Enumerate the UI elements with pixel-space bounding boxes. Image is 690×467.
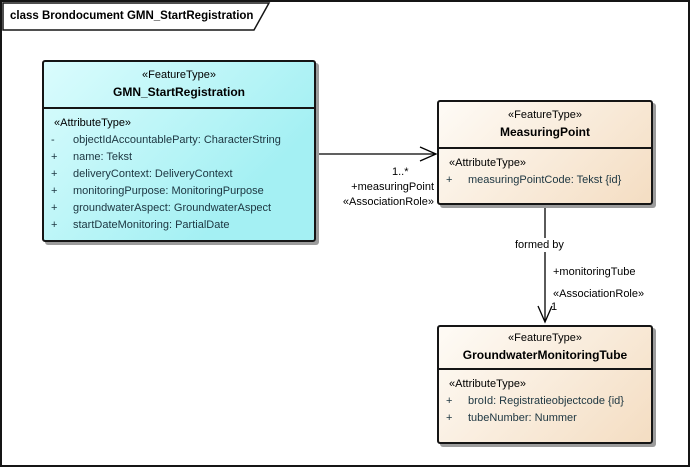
attribute-row[interactable]: + groundwaterAspect: GroundwaterAspect: [50, 200, 310, 217]
association-measuring-point-line[interactable]: [315, 146, 438, 162]
attributes-compartment: «AttributeType» + broId: Registratieobje…: [439, 370, 651, 427]
frame-title: class Brondocument GMN_StartRegistration: [10, 10, 254, 22]
attribute-text: measuringPointCode: Tekst {id}: [468, 174, 622, 186]
class-name: GroundwaterMonitoringTube: [462, 348, 628, 362]
class-measuringpoint[interactable]: «FeatureType» MeasuringPoint «AttributeT…: [437, 100, 653, 205]
open-arrowhead-right-icon: [419, 146, 438, 162]
attribute-text: deliveryContext: DeliveryContext: [73, 168, 233, 180]
compartment-stereotype: «AttributeType»: [54, 117, 132, 129]
association-role: +measuringPoint: [351, 181, 434, 193]
attribute-row[interactable]: + monitoringPurpose: MonitoringPurpose: [50, 183, 310, 200]
association-multiplicity: 1: [551, 301, 558, 313]
class-name: MeasuringPoint: [499, 125, 590, 139]
attributes-compartment: «AttributeType» - objectIdAccountablePar…: [44, 109, 314, 234]
class-header: «FeatureType» GMN_StartRegistration: [44, 62, 314, 109]
open-arrowhead-down-icon: [537, 305, 553, 324]
attribute-text: objectIdAccountableParty: CharacterStrin…: [73, 134, 281, 146]
attribute-row[interactable]: + tubeNumber: Nummer: [445, 410, 647, 427]
attribute-text: tubeNumber: Nummer: [468, 412, 577, 424]
compartment-stereotype: «AttributeType»: [449, 378, 527, 390]
attribute-visibility: +: [51, 168, 58, 180]
association-stereotype: «AssociationRole»: [553, 288, 645, 300]
class-header: «FeatureType» MeasuringPoint: [439, 102, 651, 149]
class-stereotype: «FeatureType»: [508, 109, 582, 121]
attribute-visibility: +: [51, 185, 58, 197]
attribute-row[interactable]: + name: Tekst: [50, 149, 310, 166]
attributes-compartment: «AttributeType» + measuringPointCode: Te…: [439, 149, 651, 189]
class-header: «FeatureType» GroundwaterMonitoringTube: [439, 327, 651, 370]
attribute-visibility: +: [51, 202, 58, 214]
attribute-row[interactable]: + deliveryContext: DeliveryContext: [50, 166, 310, 183]
compartment-stereotype: «AttributeType»: [449, 157, 527, 169]
attribute-visibility: +: [446, 395, 453, 407]
attribute-row[interactable]: + startDateMonitoring: PartialDate: [50, 217, 310, 234]
attribute-row[interactable]: - objectIdAccountableParty: CharacterStr…: [50, 132, 310, 149]
association-name: formed by: [513, 238, 566, 252]
association-stereotype: «AssociationRole»: [342, 196, 434, 208]
class-gmn-startregistration[interactable]: «FeatureType» GMN_StartRegistration «Att…: [42, 60, 316, 242]
attribute-text: monitoringPurpose: MonitoringPurpose: [73, 185, 264, 197]
class-name: GMN_StartRegistration: [112, 85, 246, 99]
association-multiplicity: 1..*: [392, 166, 409, 178]
attribute-visibility: +: [446, 412, 453, 424]
attribute-visibility: +: [51, 151, 58, 163]
association-monitoring-tube-line[interactable]: [537, 205, 553, 324]
attribute-row[interactable]: + measuringPointCode: Tekst {id}: [445, 172, 647, 189]
attribute-visibility: -: [51, 134, 55, 146]
class-stereotype: «FeatureType»: [508, 332, 582, 344]
attribute-text: name: Tekst: [73, 151, 133, 163]
class-groundwatermonitoringtube[interactable]: «FeatureType» GroundwaterMonitoringTube …: [437, 325, 653, 444]
attribute-row[interactable]: + broId: Registratieobjectcode {id}: [445, 393, 647, 410]
attribute-text: groundwaterAspect: GroundwaterAspect: [73, 202, 272, 214]
class-stereotype: «FeatureType»: [142, 69, 216, 81]
attribute-text: startDateMonitoring: PartialDate: [73, 219, 230, 231]
attribute-visibility: +: [51, 219, 58, 231]
frame-title-tab: [2, 2, 271, 31]
association-role: +monitoringTube: [553, 266, 636, 278]
attribute-visibility: +: [446, 174, 453, 186]
attribute-text: broId: Registratieobjectcode {id}: [468, 395, 624, 407]
